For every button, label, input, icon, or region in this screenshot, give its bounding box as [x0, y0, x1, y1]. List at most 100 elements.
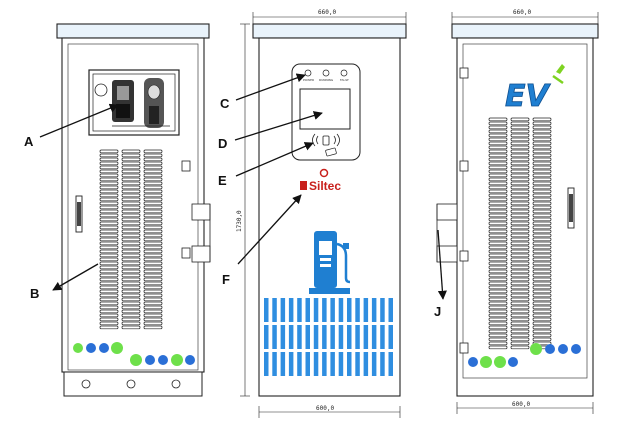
vent-slot: [488, 309, 508, 314]
vent-slot: [532, 157, 552, 162]
vent-slot: [532, 169, 552, 174]
vent-slot: [488, 257, 508, 262]
status-led: [185, 355, 195, 365]
vent-slot: [143, 233, 163, 238]
vent-slat: [280, 298, 286, 322]
vent-slot: [488, 345, 508, 350]
vent-slot: [532, 241, 552, 246]
vent-slot: [510, 245, 530, 250]
front-cabinet: 660,0 1730,0 POWER RUNNING FAULT: [236, 9, 407, 418]
vent-slat: [371, 325, 377, 349]
vent-slot: [488, 181, 508, 186]
vent-slot: [121, 257, 141, 262]
vent-slat: [297, 325, 302, 349]
vent-slot: [488, 221, 508, 226]
vent-slat: [338, 352, 344, 376]
right-inner-frame: [462, 43, 588, 379]
vent-slot: [99, 325, 119, 330]
vent-slot: [532, 185, 552, 190]
vent-slot: [488, 161, 508, 166]
vent-slot: [99, 273, 119, 278]
vent-slot: [121, 269, 141, 274]
vent-slot: [121, 297, 141, 302]
vent-slat: [363, 325, 369, 349]
vent-slot: [488, 145, 508, 150]
vent-slot: [488, 141, 508, 146]
vent-slot: [510, 333, 530, 338]
vent-slot: [488, 293, 508, 298]
vent-slot: [121, 241, 141, 246]
vent-slot: [532, 249, 552, 254]
vent-slot: [532, 325, 552, 330]
indicator-light: [340, 69, 348, 77]
vent-slot: [121, 293, 141, 298]
vent-slot: [532, 129, 552, 134]
front-top-width: 660,0: [318, 9, 336, 16]
vent-slot: [510, 201, 530, 206]
vent-slat: [371, 298, 377, 322]
front-bottom-width: 600,0: [316, 405, 334, 412]
vent-slot: [532, 317, 552, 322]
status-led: [468, 357, 478, 367]
vent-slot: [99, 265, 119, 270]
vent-slot: [510, 289, 530, 294]
vent-slot: [532, 321, 552, 326]
vent-slot: [488, 153, 508, 158]
vent-slot: [488, 169, 508, 174]
status-led: [158, 355, 168, 365]
vent-slot: [143, 253, 163, 258]
vent-slot: [99, 157, 119, 162]
vent-slot: [510, 161, 530, 166]
vent-slot: [532, 333, 552, 338]
vent-slot: [488, 149, 508, 154]
callout-arrow-c: [235, 73, 306, 101]
vent-slat: [322, 325, 327, 349]
vent-slot: [510, 217, 530, 222]
display-screen: [299, 88, 351, 130]
vent-slot: [510, 169, 530, 174]
right-cabinet: 660,0 EV: [436, 9, 599, 414]
vent-slat: [322, 352, 327, 376]
nfc-wave-icon: [312, 133, 340, 147]
vent-slot: [121, 301, 141, 306]
vent-slot: [510, 325, 530, 330]
hinge: [459, 67, 469, 79]
vent-slot: [510, 237, 530, 242]
vent-slot: [488, 185, 508, 190]
status-led: [558, 344, 568, 354]
vent-slot: [143, 193, 163, 198]
vent-slot: [143, 177, 163, 182]
callout-label-c: C: [220, 96, 230, 111]
vent-slot: [532, 137, 552, 142]
vent-slot: [121, 221, 141, 226]
vent-slat: [355, 325, 360, 349]
status-led: [111, 342, 123, 354]
vent-slot: [99, 241, 119, 246]
vent-slot: [99, 233, 119, 238]
left-vent-grille: [99, 149, 163, 330]
left-roof: [56, 23, 210, 39]
vent-slot: [488, 209, 508, 214]
vent-slat: [264, 325, 269, 349]
status-led: [480, 356, 492, 368]
vent-slot: [121, 253, 141, 258]
vent-slat: [388, 352, 393, 376]
vent-slot: [143, 313, 163, 318]
vent-slot: [99, 237, 119, 242]
vent-slot: [510, 117, 530, 122]
hinge: [181, 247, 191, 259]
status-led: [508, 357, 518, 367]
vent-slot: [532, 297, 552, 302]
vent-slot: [121, 157, 141, 162]
vent-slot: [143, 277, 163, 282]
vent-slot: [121, 237, 141, 242]
left-led-strip: [73, 342, 195, 366]
vent-slat: [313, 298, 319, 322]
vent-slot: [121, 197, 141, 202]
vent-slot: [510, 205, 530, 210]
vent-slot: [532, 165, 552, 170]
vent-slot: [99, 189, 119, 194]
vent-slot: [143, 245, 163, 250]
vent-slat: [371, 352, 377, 376]
vent-slot: [99, 317, 119, 322]
